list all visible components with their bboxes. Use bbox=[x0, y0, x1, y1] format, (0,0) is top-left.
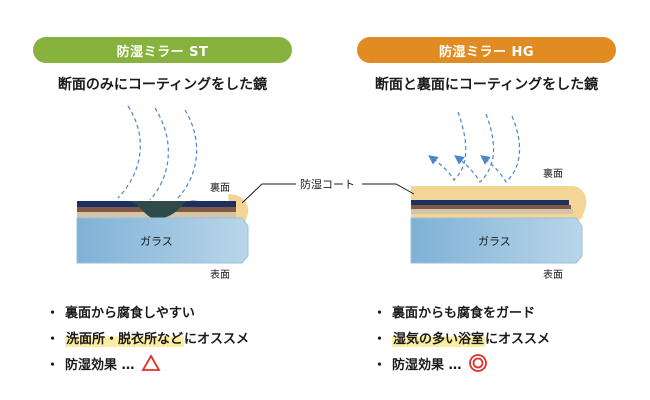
cross-section-diagram: 裏面 ガラス 表面 裏面 ガラス 表面 防湿コート bbox=[76, 105, 587, 281]
st-bullet-2-suffix: にオススメ bbox=[184, 331, 250, 347]
double-circle-icon bbox=[468, 354, 487, 372]
st-moisture-lines bbox=[117, 105, 198, 201]
hg-label-glass: ガラス bbox=[478, 235, 511, 248]
hg-bullet-3-text: 防湿効果 … bbox=[392, 357, 462, 373]
st-label-front: 表面 bbox=[210, 268, 230, 281]
st-label-glass: ガラス bbox=[140, 235, 173, 248]
bullet-dot: ・ bbox=[46, 305, 60, 321]
st-badge: 防湿ミラー ST bbox=[33, 37, 292, 63]
st-bullet-3-text: 防湿効果 … bbox=[65, 357, 135, 373]
st-bullet-list: ・ 裏面から腐食しやすい ・ 洗面所・脱衣所など にオススメ ・ 防湿効果 … bbox=[46, 298, 249, 376]
st-bullet-3: ・ 防湿効果 … bbox=[46, 350, 249, 376]
bullet-dot: ・ bbox=[373, 305, 387, 321]
st-bullet-1: ・ 裏面から腐食しやすい bbox=[46, 298, 249, 324]
hg-bullet-3: ・ 防湿効果 … bbox=[373, 350, 550, 376]
hg-tan-layer bbox=[411, 209, 573, 214]
bullet-dot: ・ bbox=[46, 357, 60, 373]
st-label-back: 裏面 bbox=[210, 181, 230, 194]
coat-callout-lines bbox=[241, 183, 415, 204]
hg-navy-layer bbox=[411, 200, 569, 205]
hg-badge: 防湿ミラー HG bbox=[357, 37, 616, 63]
st-corrosion bbox=[127, 200, 198, 219]
hg-moisture-lines bbox=[428, 111, 521, 183]
coat-callout-label: 防湿コート bbox=[300, 177, 355, 191]
st-section bbox=[76, 105, 249, 264]
hg-bullet-2: ・ 湿気の多い浴室 にオススメ bbox=[373, 324, 550, 350]
hg-label-front: 表面 bbox=[543, 268, 563, 281]
st-bullet-2-highlight: 洗面所・脱衣所など bbox=[65, 327, 185, 347]
hg-subtitle: 断面と裏面にコーティングをした鏡 bbox=[374, 77, 599, 93]
st-bullet-1-text: 裏面から腐食しやすい bbox=[65, 305, 195, 321]
hg-glass bbox=[410, 217, 583, 264]
hg-bullet-list: ・ 裏面からも腐食をガード ・ 湿気の多い浴室 にオススメ ・ 防湿効果 … bbox=[373, 298, 550, 376]
hg-bullet-1-text: 裏面からも腐食をガード bbox=[392, 305, 536, 321]
hg-section bbox=[410, 111, 587, 264]
hg-label-back: 裏面 bbox=[543, 167, 563, 180]
hg-bullet-1: ・ 裏面からも腐食をガード bbox=[373, 298, 550, 324]
bullet-dot: ・ bbox=[46, 331, 60, 347]
hg-brown-layer bbox=[411, 205, 571, 209]
hg-bullet-2-highlight: 湿気の多い浴室 bbox=[392, 327, 486, 347]
st-bullet-2: ・ 洗面所・脱衣所など にオススメ bbox=[46, 324, 249, 350]
st-subtitle: 断面のみにコーティングをした鏡 bbox=[57, 77, 268, 93]
bullet-dot: ・ bbox=[373, 331, 387, 347]
triangle-icon bbox=[140, 354, 161, 371]
hg-bullet-2-suffix: にオススメ bbox=[485, 331, 551, 347]
st-glass bbox=[76, 217, 249, 264]
bullet-dot: ・ bbox=[373, 357, 387, 373]
